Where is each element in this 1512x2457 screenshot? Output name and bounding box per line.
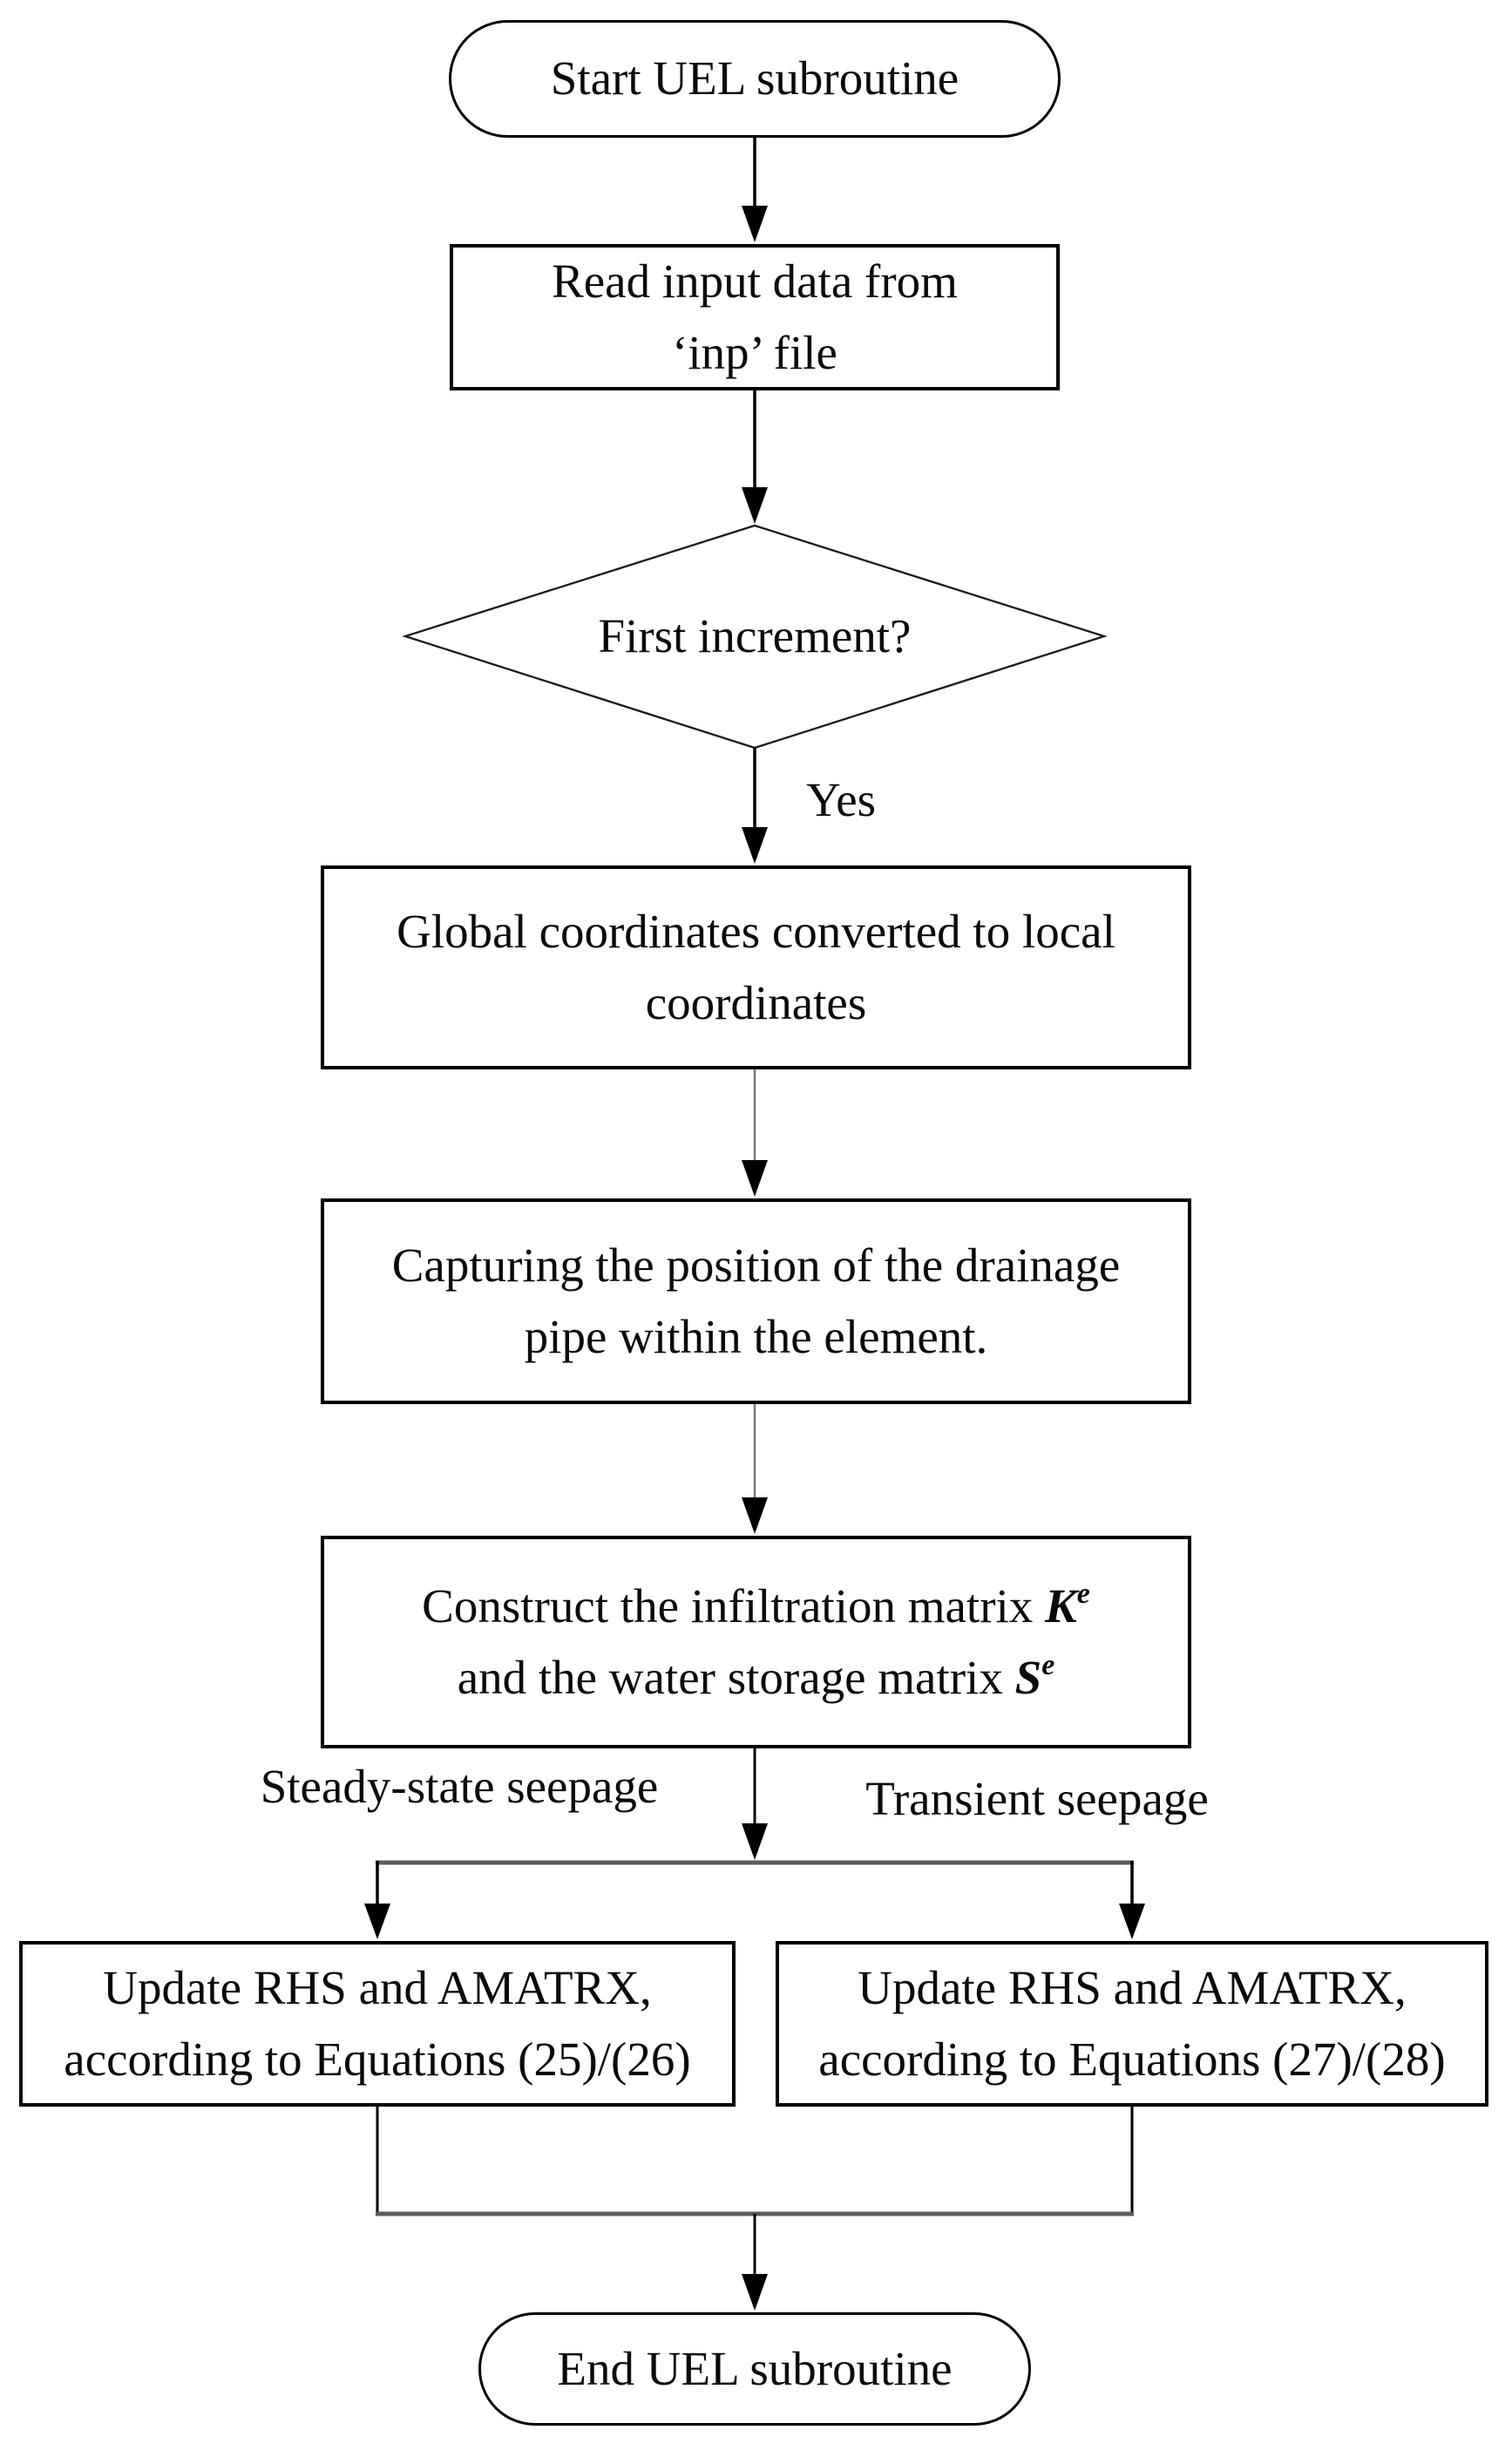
node-read-input: Read input data from ‘inp’ file xyxy=(450,244,1060,390)
node-construct-matrices-line1: Construct the infiltration matrix Ke xyxy=(422,1571,1090,1643)
node-update-steady-line2: according to Equations (25)/(26) xyxy=(64,2033,691,2086)
node-global-coordinates-line2: coordinates xyxy=(645,976,867,1029)
storage-matrix-superscript: e xyxy=(1041,1649,1055,1681)
node-update-steady-state: Update RHS and AMATRX, according to Equa… xyxy=(19,1941,736,2107)
node-global-coordinates: Global coordinates converted to local co… xyxy=(321,865,1191,1069)
infiltration-matrix-superscript: e xyxy=(1076,1577,1090,1610)
edge-start-to-read xyxy=(742,138,768,242)
edge-branch-to-update-right xyxy=(1119,1861,1145,1939)
node-start-label: Start UEL subroutine xyxy=(550,51,959,105)
infiltration-matrix-symbol: K xyxy=(1045,1578,1077,1632)
construct-line2-text: and the water storage matrix xyxy=(457,1651,1015,1704)
construct-line1-text: Construct the infiltration matrix xyxy=(422,1578,1046,1632)
node-construct-matrices: Construct the infiltration matrix Ke and… xyxy=(321,1536,1191,1748)
node-capturing-position: Capturing the position of the drainage p… xyxy=(321,1198,1191,1404)
node-read-input-line1: Read input data from xyxy=(552,254,958,308)
edge-construct-to-branch xyxy=(742,1748,768,1860)
edge-branch-to-update-left xyxy=(364,1861,390,1939)
node-first-increment-label: First increment? xyxy=(598,609,912,663)
edge-global-to-capturing xyxy=(742,1069,768,1197)
edge-read-to-decision xyxy=(742,390,768,524)
node-end-terminator: End UEL subroutine xyxy=(478,2312,1031,2426)
edge-merge-to-end xyxy=(742,2214,768,2311)
edge-label-yes: Yes xyxy=(806,773,877,826)
node-capturing-position-line1: Capturing the position of the drainage xyxy=(391,1238,1121,1292)
node-update-steady-line1: Update RHS and AMATRX, xyxy=(103,1960,652,2014)
edge-label-transient-seepage: Transient seepage xyxy=(865,1772,1209,1825)
edge-capturing-to-construct xyxy=(742,1404,768,1534)
node-update-transient: Update RHS and AMATRX, according to Equa… xyxy=(776,1941,1488,2107)
node-update-transient-line2: according to Equations (27)/(28) xyxy=(818,2033,1446,2086)
node-global-coordinates-line1: Global coordinates converted to local xyxy=(397,904,1115,958)
node-end-label: End UEL subroutine xyxy=(557,2341,953,2395)
node-start-terminator: Start UEL subroutine xyxy=(449,20,1061,138)
node-update-transient-line1: Update RHS and AMATRX, xyxy=(858,1960,1407,2014)
storage-matrix-symbol: S xyxy=(1014,1651,1042,1704)
node-read-input-line2: ‘inp’ file xyxy=(672,326,837,379)
node-capturing-position-line2: pipe within the element. xyxy=(524,1310,988,1363)
node-construct-matrices-line2: and the water storage matrix Se xyxy=(458,1642,1055,1714)
node-first-increment-decision: First increment? xyxy=(406,526,1103,748)
edge-decision-to-global xyxy=(742,748,768,864)
edge-label-steady-state-seepage: Steady-state seepage xyxy=(260,1760,659,1813)
